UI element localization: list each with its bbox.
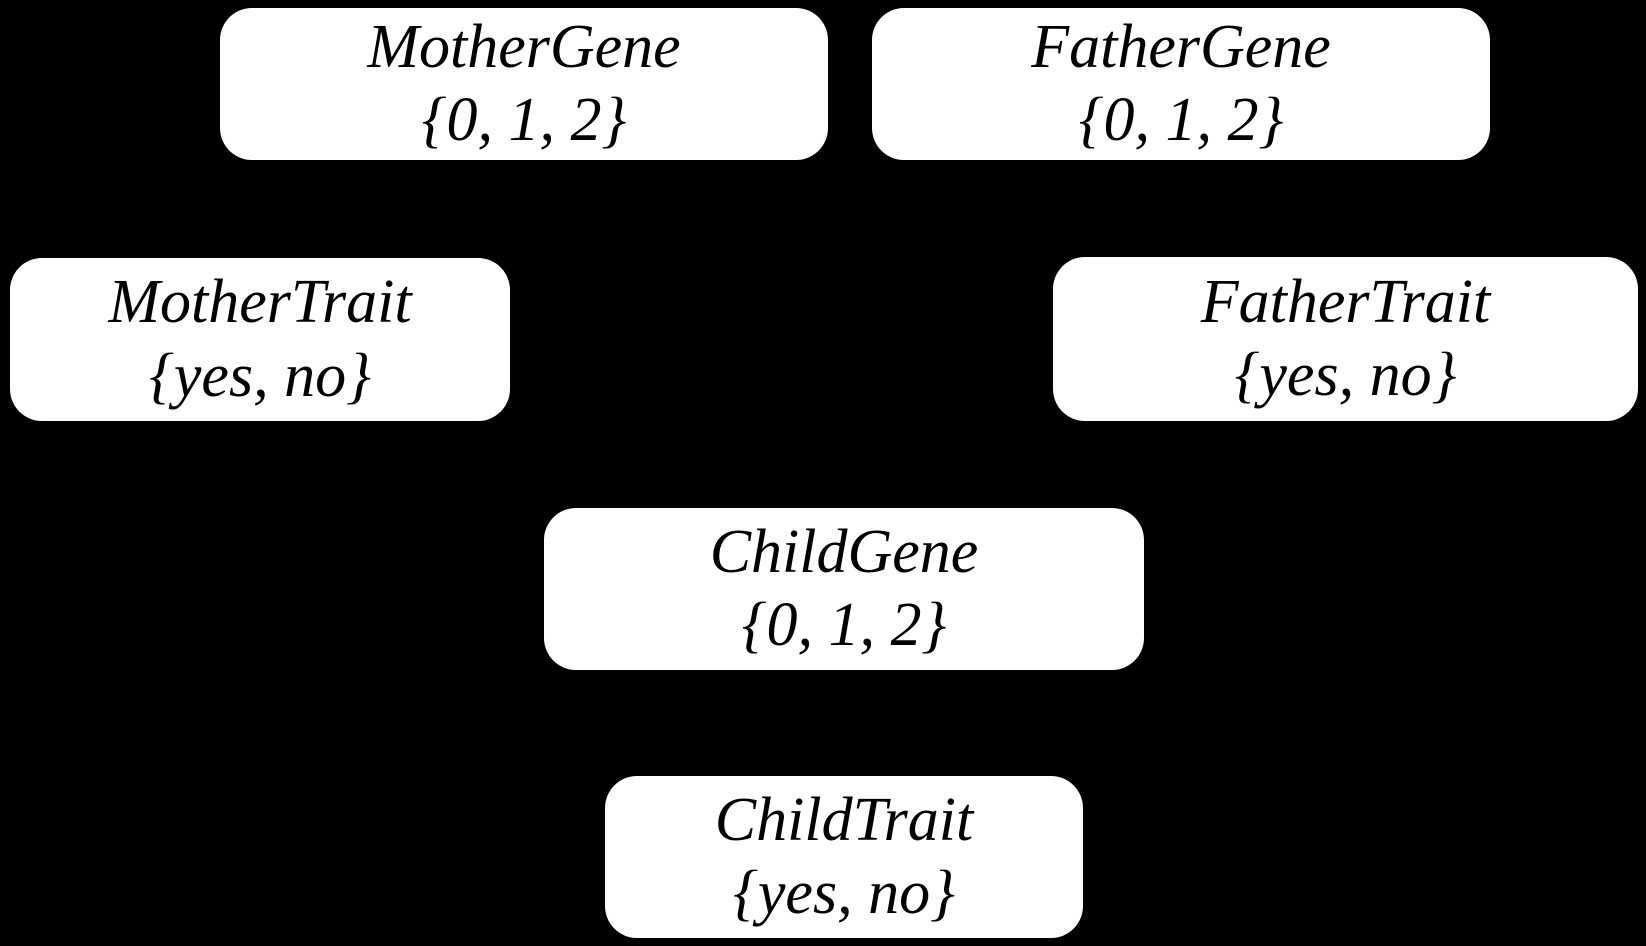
node-child-trait: ChildTrait {yes, no} bbox=[605, 776, 1083, 938]
node-child-trait-label: ChildTrait bbox=[714, 785, 974, 854]
node-mother-gene: MotherGene {0, 1, 2} bbox=[220, 8, 828, 160]
node-child-gene-label: ChildGene bbox=[709, 517, 979, 586]
node-father-gene: FatherGene {0, 1, 2} bbox=[872, 8, 1490, 160]
node-mother-trait-label: MotherTrait bbox=[108, 268, 412, 337]
node-father-trait-domain-values: {yes, no} bbox=[1234, 341, 1457, 409]
node-father-gene-label: FatherGene bbox=[1031, 12, 1331, 81]
node-mother-trait-domain-values: {yes, no} bbox=[149, 341, 371, 410]
node-mother-trait: MotherTrait {yes, no} bbox=[10, 258, 510, 421]
node-child-gene: ChildGene {0, 1, 2} bbox=[544, 508, 1144, 670]
node-mother-gene-domain-values: {0, 1, 2} bbox=[421, 86, 627, 154]
node-father-gene-domain-values: {0, 1, 2} bbox=[1078, 86, 1284, 154]
node-mother-gene-label: MotherGene bbox=[367, 12, 681, 81]
node-child-gene-domain-values: {0, 1, 2} bbox=[741, 591, 947, 659]
node-father-trait: FatherTrait {yes, no} bbox=[1053, 257, 1638, 421]
node-child-trait-domain-values: {yes, no} bbox=[733, 859, 955, 927]
node-father-trait-label: FatherTrait bbox=[1200, 267, 1491, 336]
